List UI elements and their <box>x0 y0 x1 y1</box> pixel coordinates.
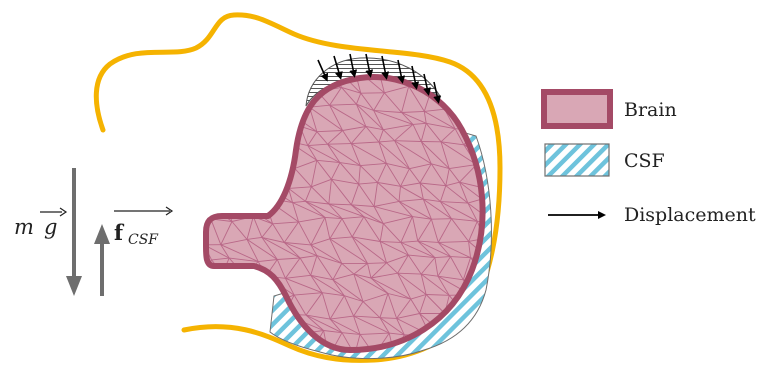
legend: Brain CSF Displacement <box>544 92 756 226</box>
csf-force-label-f: f <box>114 220 125 245</box>
gravity-label-m: m <box>14 215 34 239</box>
csf-force-label-sub: CSF <box>128 232 159 248</box>
csf-force-arrow <box>94 224 110 296</box>
legend-csf-swatch <box>545 144 609 176</box>
gravity-force-arrow <box>66 168 82 296</box>
gravity-label-g: g <box>44 215 57 239</box>
legend-brain-label: Brain <box>624 99 677 121</box>
legend-csf-label: CSF <box>624 150 665 172</box>
legend-brain-swatch <box>544 92 610 126</box>
vector-arrow-icon <box>114 207 172 215</box>
legend-displacement-label: Displacement <box>624 204 756 226</box>
